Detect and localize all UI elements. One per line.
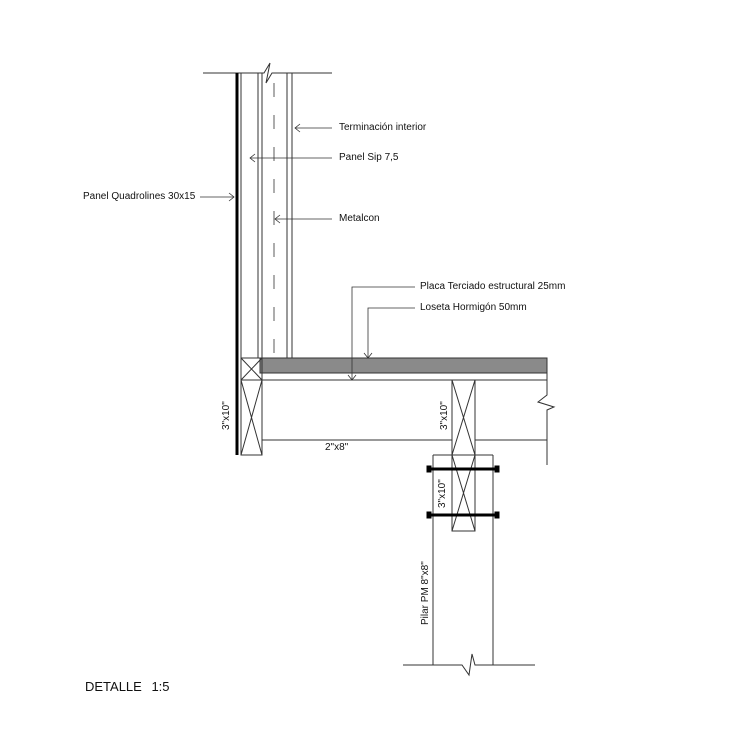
label-loseta-hormigon: Loseta Hormigón 50mm — [420, 302, 527, 313]
label-beam-right: 3"x10" — [439, 401, 450, 430]
label-placa-terciado: Placa Terciado estructural 25mm — [420, 281, 566, 292]
label-beam-left: 3"x10" — [221, 401, 232, 430]
label-panel-sip: Panel Sip 7,5 — [339, 152, 399, 163]
floor-section — [240, 357, 556, 465]
label-metalcon: Metalcon — [339, 213, 380, 224]
drawing-title: DETALLE 1:5 — [85, 679, 170, 694]
wall-section — [203, 62, 332, 455]
label-beam-pillar: 3"x10" — [437, 479, 448, 508]
leader-lines — [200, 123, 415, 381]
bolts — [426, 465, 500, 519]
pillar-section — [403, 379, 535, 677]
label-joist: 2"x8" — [325, 442, 349, 453]
label-panel-quadrolines: Panel Quadrolines 30x15 — [83, 191, 196, 202]
label-terminacion-interior: Terminación interior — [339, 122, 427, 133]
label-pilar: Pilar PM 8"x8" — [420, 561, 431, 625]
